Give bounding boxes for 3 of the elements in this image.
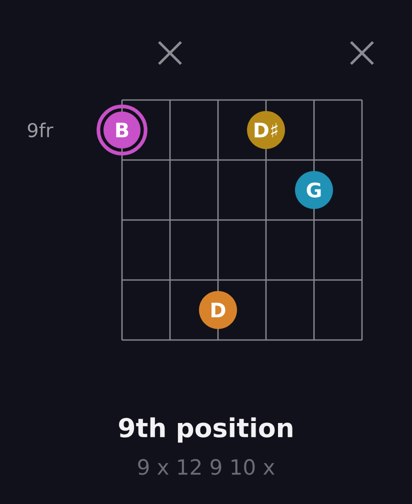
title: 9th position — [119, 417, 292, 443]
fret-number: 9fr — [28, 122, 54, 138]
fret-numbers: 9 x 12 9 10 x — [138, 459, 274, 475]
